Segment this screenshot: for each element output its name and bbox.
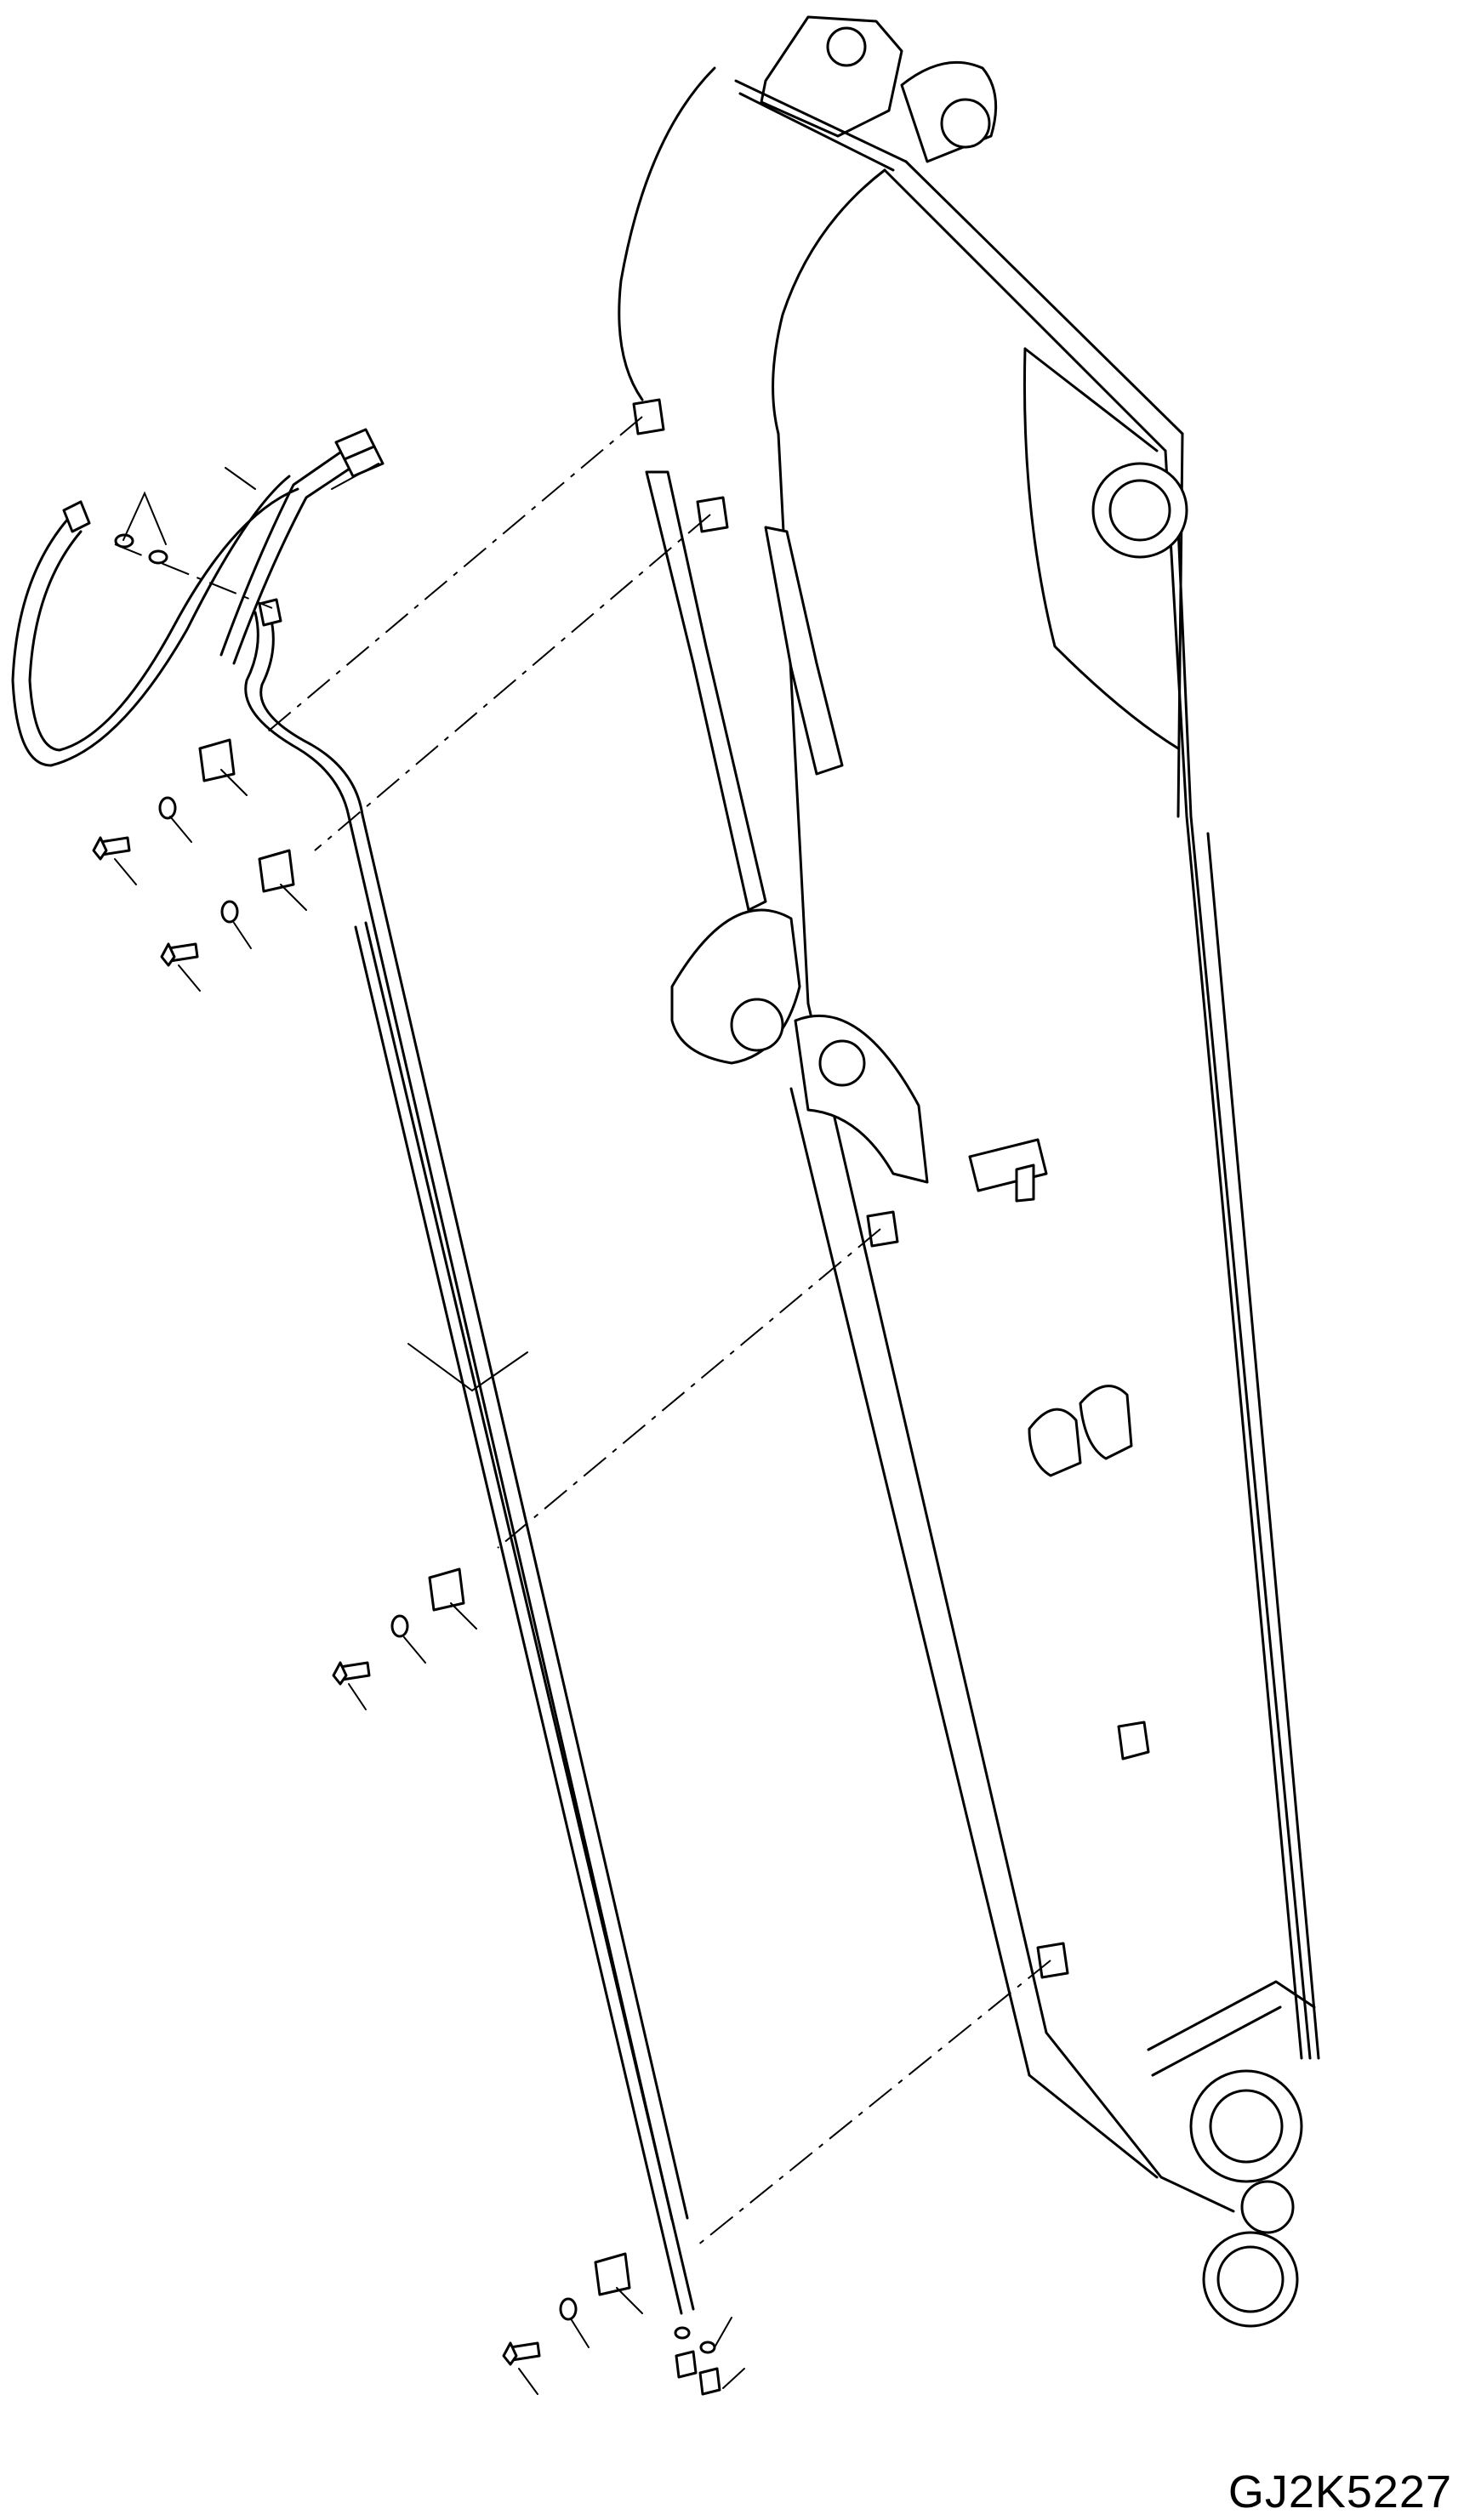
alignment-lines [114, 416, 1051, 2246]
hose-assembly [11, 428, 695, 2315]
clamp-plate-1 [198, 738, 236, 782]
drawing-code: GJ2K5227 [1228, 2466, 1452, 2517]
leader-lines [114, 463, 745, 2395]
arm-body [618, 15, 1320, 2328]
fasteners [92, 533, 721, 2396]
